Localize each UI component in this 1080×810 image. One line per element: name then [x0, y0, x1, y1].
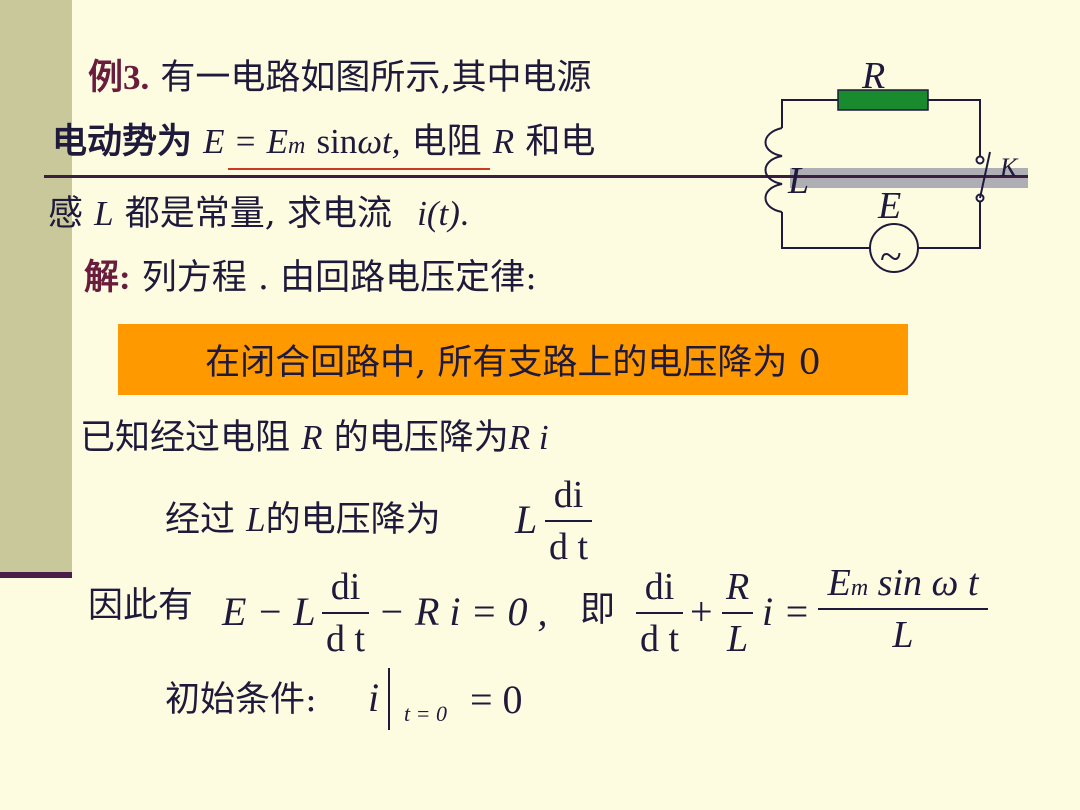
inductor-drop-text-a: 经过	[165, 500, 236, 540]
ac-source-circle	[869, 223, 919, 273]
eq1-derivative: di d t	[322, 566, 370, 660]
inductance-text: 感	[48, 194, 84, 234]
inductor-di: di	[553, 474, 584, 516]
resistor-drop-R: R	[301, 418, 323, 457]
emf-and-text: 和电	[525, 122, 596, 162]
slide-side-strip	[0, 0, 72, 576]
inductor-coil	[764, 127, 783, 213]
slide-gray-bar	[790, 168, 1028, 188]
inductor-expr-L: L	[515, 497, 538, 542]
slide-left-rule	[0, 572, 72, 578]
problem-label: 例3.	[88, 58, 150, 97]
eq2-frac-bar	[636, 612, 684, 614]
current-it: i(t)	[417, 194, 460, 233]
solution-intro: 解: 列方程 . 由回路电压定律:	[84, 258, 537, 298]
eq2-R: R	[726, 566, 750, 608]
circuit-label-K: K	[999, 153, 1019, 182]
emf-eq: =	[235, 122, 256, 161]
circuit-wire-left-bottom	[781, 212, 870, 249]
ac-source-tilde: ~	[880, 234, 902, 279]
problem-line-1: 例3. 有一电路如图所示,其中电源	[88, 58, 592, 98]
resistor-drop-line: 已知经过电阻 R 的电压降为R i	[80, 418, 549, 458]
inductor-drop-line: 经过 L的电压降为	[165, 500, 441, 540]
eq2-rhs-num: Em sin ω t	[824, 564, 983, 608]
eq2-m: m	[850, 575, 869, 601]
initial-condition-text: 初始条件:	[165, 680, 317, 720]
emf-resistor-text: 电阻	[411, 122, 482, 162]
emf-Em: E	[266, 122, 288, 161]
inductor-frac-bar	[545, 520, 593, 522]
inductor-dt: d t	[549, 526, 589, 568]
circuit-label-R: R	[861, 55, 885, 97]
eq2-RL-bar	[722, 612, 754, 614]
current-period: .	[459, 194, 469, 233]
eq2-Em: E	[827, 562, 851, 604]
resistor-symbol	[837, 89, 929, 111]
inductance-L: L	[94, 194, 114, 233]
eq2-sin: sin ω t	[877, 562, 979, 604]
eq2-di: di	[644, 566, 675, 608]
ie-text: 即	[580, 590, 616, 630]
resistor-drop-text-a: 已知经过电阻	[80, 418, 291, 458]
emf-Em-sub: m	[287, 133, 306, 159]
eq2-rhs-bar	[818, 608, 988, 610]
eq2-rhs: Em sin ω t L	[818, 564, 988, 654]
circuit-wire-top-left	[781, 99, 838, 104]
slide-top-rule	[44, 175, 1028, 178]
constants-text: 都是常量, 求电流	[124, 194, 393, 234]
init-i: i	[368, 675, 380, 720]
emf-sin: sin	[316, 122, 358, 161]
circuit-wire-right-bottom	[918, 198, 981, 249]
eq2-derivative: di d t	[636, 566, 684, 660]
eq2-dt: d t	[640, 618, 680, 660]
eq2-i-eq: i =	[762, 589, 811, 634]
eq1-left: E − L	[222, 589, 316, 634]
solution-intro-text: 列方程 . 由回路电压定律:	[141, 258, 537, 298]
init-subscript: t = 0	[404, 701, 447, 726]
resistor-drop-Ri: R i	[508, 418, 549, 457]
eq1-frac-bar	[322, 612, 370, 614]
emf-E: E	[203, 122, 225, 161]
inductor-drop-text-b: 的电压降为	[265, 500, 441, 540]
circuit-wire-top-right	[928, 99, 981, 160]
eq2-plus: +	[690, 589, 713, 634]
switch-contact-top	[975, 155, 985, 165]
inductor-drop-L: L	[246, 500, 266, 539]
circuit-label-L: L	[787, 160, 809, 202]
emf-label: 电动势为	[52, 121, 193, 162]
eq2-RL: R L	[722, 566, 754, 660]
eq1-right: − R i = 0 ,	[378, 589, 548, 634]
therefore-text: 因此有	[88, 586, 194, 626]
eq2-L: L	[727, 618, 749, 660]
switch-blade	[979, 151, 991, 199]
problem-line-1-text: 有一电路如图所示,其中电源	[160, 58, 592, 98]
kvl-callout: 在闭合回路中, 所有支路上的电压降为 0	[118, 324, 908, 395]
emf-R: R	[492, 122, 515, 161]
eq2-rhs-den: L	[892, 614, 914, 656]
emf-omega-t: ωt,	[357, 122, 401, 161]
eq1-di: di	[330, 566, 361, 608]
init-eval-bar	[388, 668, 390, 730]
emf-underline	[228, 168, 490, 170]
resistor-drop-text-b: 的电压降为	[333, 418, 509, 458]
problem-line-3: 感 L 都是常量, 求电流 i(t).	[48, 194, 469, 234]
problem-line-2: 电动势为 E = Em sinωt, 电阻 R 和电	[52, 121, 596, 162]
eq1-dt: d t	[326, 618, 366, 660]
solution-label: 解:	[84, 258, 131, 297]
inductor-derivative: di d t	[545, 474, 593, 568]
kvl-callout-text: 在闭合回路中, 所有支路上的电压降为 0	[205, 343, 821, 383]
circuit-label-E: E	[877, 185, 901, 227]
init-value: = 0	[470, 677, 523, 722]
